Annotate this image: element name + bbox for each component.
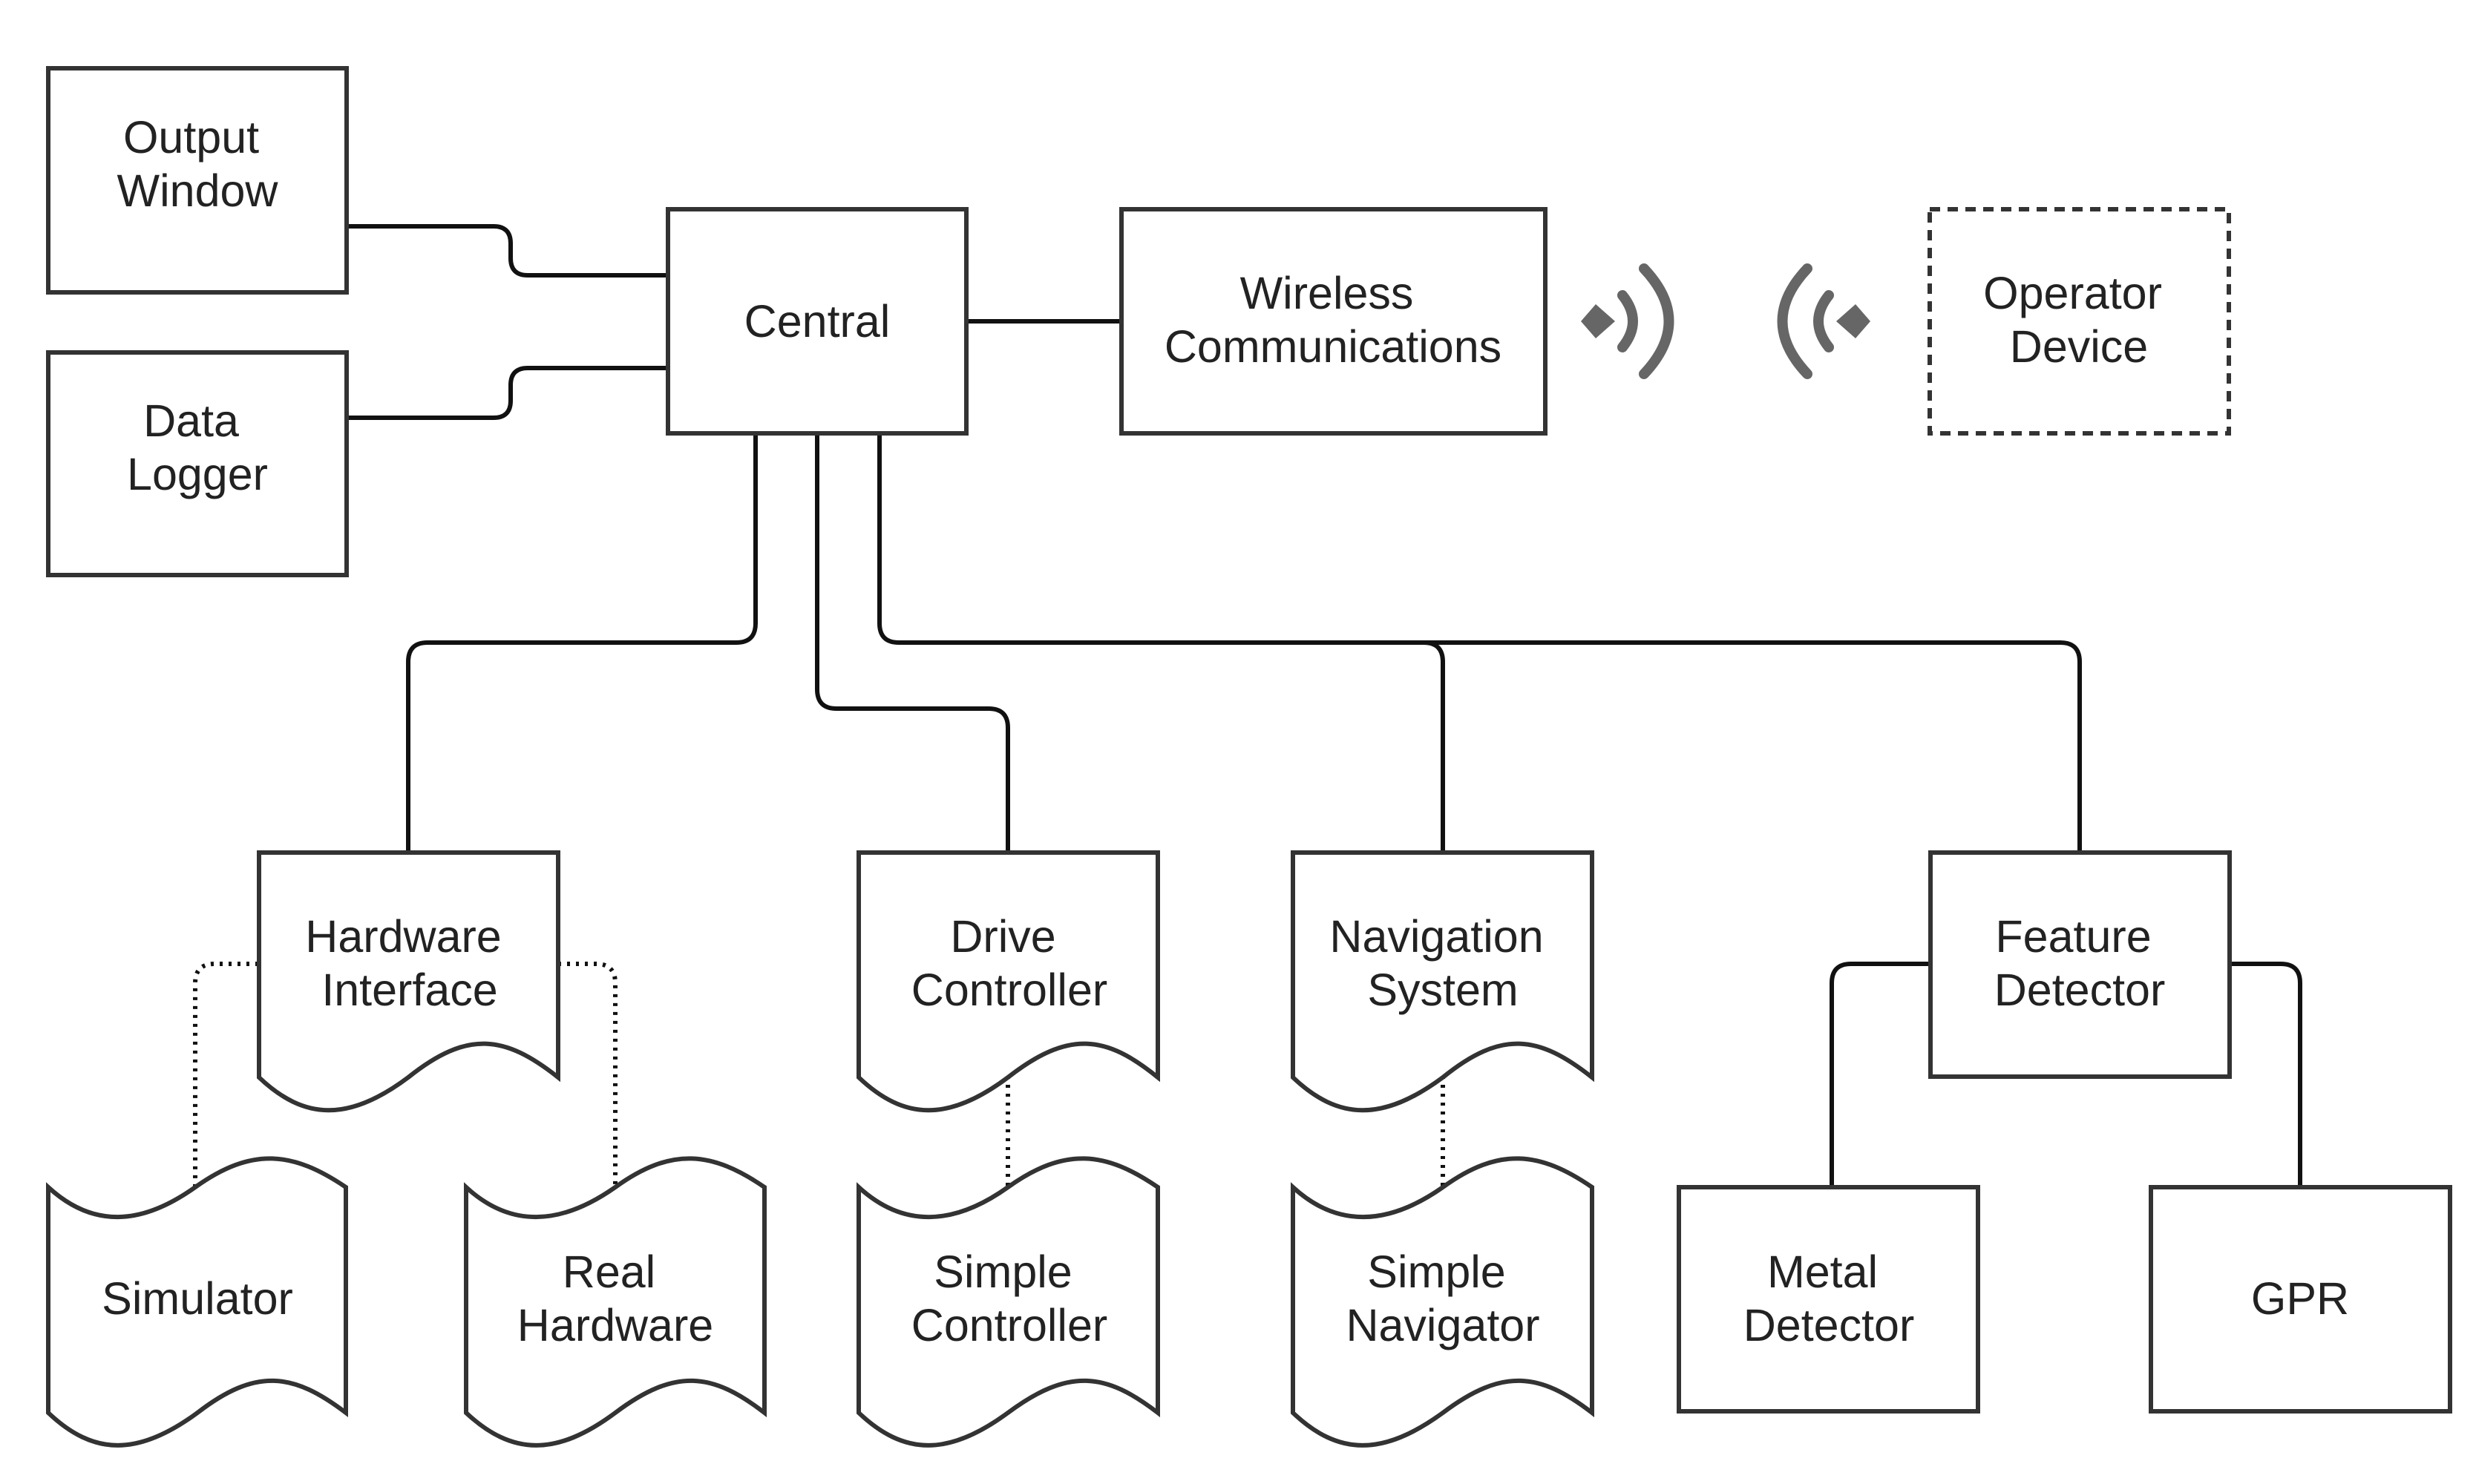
- data-logger-label-line-2: Logger: [127, 449, 268, 499]
- node-feature-detector: Feature Detector: [1928, 850, 2232, 1079]
- node-hardware-interface: Hardware Interface: [257, 850, 560, 1113]
- connector-hardware-real-hardware: [558, 962, 618, 1187]
- metal-detector-label-line-1: Metal: [1767, 1247, 1878, 1297]
- node-operator-device: Operator Device: [1928, 207, 2231, 436]
- connector-bus-navigation-system: [1423, 640, 1445, 853]
- node-data-logger: Data Logger: [46, 350, 349, 577]
- gpr-box: [2149, 1185, 2452, 1414]
- gpr-label-line-1: GPR: [2251, 1273, 2349, 1324]
- connector-feature-metal-detector: [1830, 962, 1932, 1187]
- node-gpr: GPR: [2149, 1185, 2452, 1414]
- navigation-system-label: Navigation System: [1329, 911, 1556, 1015]
- feature-detector-label-line-2: Detector: [1994, 965, 2166, 1015]
- hardware-interface-label-line-1: Hardware: [305, 911, 501, 962]
- metal-detector-box: [1677, 1185, 1980, 1414]
- real-hardware-label-line-2: Hardware: [517, 1300, 713, 1350]
- node-drive-controller: Drive Controller: [857, 850, 1160, 1113]
- simple-navigator-label-line-1: Simple: [1367, 1247, 1505, 1297]
- connector-hardware-simulator: [193, 962, 258, 1187]
- data-logger-box: [46, 350, 349, 577]
- data-logger-label: Data Logger: [127, 395, 268, 499]
- wireless-box: [1119, 207, 1548, 436]
- feature-detector-label-line-1: Feature: [1995, 911, 2151, 962]
- simple-controller-label-line-1: Simple: [934, 1247, 1072, 1297]
- feature-detector-box: [1928, 850, 2232, 1079]
- operator-device-label-line-1: Operator: [1983, 268, 2162, 318]
- connector-central-drive-controller: [815, 433, 1010, 853]
- output-window-label: Output Window: [117, 112, 279, 216]
- operator-device-label: Operator Device: [1983, 268, 2175, 372]
- simulator-label: Simulator: [102, 1273, 293, 1324]
- signal-out-dot: [1581, 304, 1615, 338]
- signal-out-arc-inner: [1617, 290, 1638, 352]
- wireless-label-line-2: Communications: [1165, 321, 1501, 372]
- simple-controller-shape: [857, 1156, 1160, 1448]
- output-window-box: [46, 66, 349, 295]
- simulator-shape: [46, 1156, 348, 1448]
- navigation-system-label-line-2: System: [1367, 965, 1518, 1015]
- node-simulator: Simulator: [46, 1156, 348, 1448]
- connectors: [193, 224, 2302, 1187]
- drive-controller-label: Drive Controller: [911, 911, 1107, 1015]
- hardware-interface-label: Hardware Interface: [305, 911, 514, 1015]
- connector-output-window-central: [347, 224, 669, 278]
- drive-controller-label-line-2: Controller: [911, 965, 1107, 1015]
- output-window-label-line-2: Window: [117, 165, 279, 216]
- node-navigation-system: Navigation System: [1291, 850, 1594, 1113]
- node-central: Central: [666, 207, 969, 436]
- signal-in-arc-outer: [1777, 263, 1812, 379]
- data-logger-label-line-1: Data: [143, 395, 239, 446]
- node-simple-controller: Simple Controller: [857, 1156, 1160, 1448]
- simple-controller-label-line-2: Controller: [911, 1300, 1107, 1350]
- node-output-window: Output Window: [46, 66, 349, 295]
- real-hardware-shape: [464, 1156, 767, 1448]
- simple-navigator-label: Simple Navigator: [1346, 1247, 1539, 1350]
- real-hardware-label: Real Hardware: [517, 1247, 713, 1350]
- navigation-system-shape: [1291, 850, 1594, 1113]
- wireless-signal-icon: [1777, 263, 1870, 379]
- simulator-label-line-1: Simulator: [102, 1273, 293, 1324]
- feature-detector-label: Feature Detector: [1994, 911, 2166, 1015]
- node-real-hardware: Real Hardware: [464, 1156, 767, 1448]
- drive-controller-label-line-1: Drive: [950, 911, 1055, 962]
- navigation-system-label-line-1: Navigation: [1329, 911, 1543, 962]
- node-metal-detector: Metal Detector: [1677, 1185, 1980, 1414]
- simple-navigator-shape: [1291, 1156, 1594, 1448]
- central-box: [666, 207, 969, 436]
- wireless-signal-icon: [1581, 263, 1674, 379]
- gpr-label: GPR: [2251, 1273, 2349, 1324]
- hardware-interface-label-line-2: Interface: [321, 965, 497, 1015]
- wireless-label: Wireless Communications: [1165, 268, 1501, 372]
- metal-detector-label: Metal Detector: [1743, 1247, 1915, 1350]
- metal-detector-label-line-2: Detector: [1743, 1300, 1915, 1350]
- operator-device-label-line-2: Device: [2010, 321, 2148, 372]
- central-label: Central: [744, 296, 891, 347]
- node-wireless-communications: Wireless Communications: [1119, 207, 1548, 436]
- connector-data-logger-central: [347, 366, 669, 420]
- central-label-line-1: Central: [744, 296, 891, 347]
- operator-device-box: [1928, 207, 2231, 436]
- signal-in-arc-inner: [1813, 290, 1834, 352]
- connector-feature-gpr: [2231, 962, 2302, 1187]
- connector-central-bus: [877, 433, 2082, 853]
- simple-navigator-label-line-2: Navigator: [1346, 1300, 1539, 1350]
- simple-controller-label: Simple Controller: [911, 1247, 1107, 1350]
- signal-out-arc-outer: [1639, 263, 1674, 379]
- output-window-label-line-1: Output: [123, 112, 259, 162]
- real-hardware-label-line-1: Real: [563, 1247, 655, 1297]
- drive-controller-shape: [857, 850, 1160, 1113]
- hardware-interface-shape: [257, 850, 560, 1113]
- wireless-label-line-1: Wireless: [1240, 268, 1414, 318]
- connector-central-hardware-interface: [406, 433, 758, 853]
- signal-in-dot: [1836, 304, 1870, 338]
- node-simple-navigator: Simple Navigator: [1291, 1156, 1594, 1448]
